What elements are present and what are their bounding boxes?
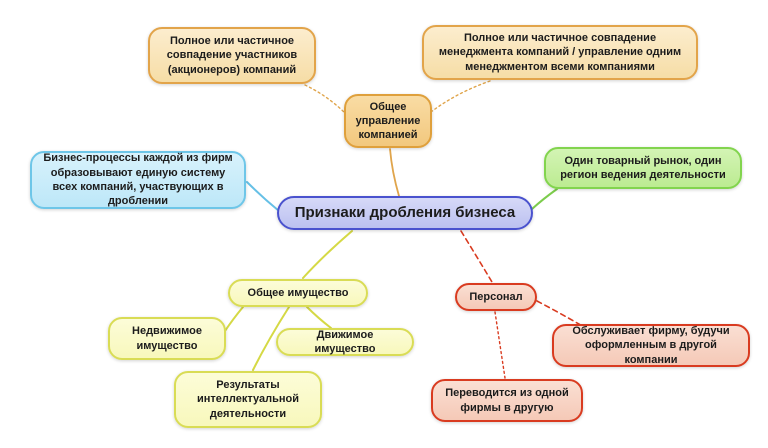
node-shareholders-match-label: Полное или частичное совпадение участник…	[166, 35, 298, 76]
node-common-management-label: Общее управление компанией	[355, 100, 421, 142]
node-common-property-label: Общее имущество	[247, 286, 349, 299]
node-movable-property-label: Движимое имущество	[314, 328, 376, 355]
node-transfers-between-firms-label: Переводится из одной фирмы в другую	[445, 387, 569, 414]
node-common-property[interactable]: Общее имущество	[228, 279, 368, 307]
edge-common-property-to-real-estate	[224, 306, 244, 332]
edge-root-to-common-property	[302, 230, 353, 279]
edge-personnel-to-transfers	[494, 311, 506, 379]
node-management-match[interactable]: Полное или частичное совпадение менеджме…	[422, 25, 698, 80]
edge-root-to-business-processes	[246, 181, 280, 212]
node-movable-property[interactable]: Движимое имущество	[276, 328, 414, 356]
edge-common-management-to-shareholders	[304, 84, 347, 115]
node-business-processes-label: Бизнес-процессы каждой из фирм образовыв…	[43, 152, 233, 208]
edge-common-property-to-movable-property	[306, 306, 332, 329]
node-single-market[interactable]: Один товарный рынок, один регион ведения…	[544, 147, 742, 189]
edge-root-to-common-management	[389, 148, 400, 197]
edge-root-to-personnel	[460, 230, 493, 283]
node-single-market-label: Один товарный рынок, один регион ведения…	[560, 154, 726, 181]
edge-root-to-single-market	[531, 188, 558, 210]
node-personnel-label: Персонал	[469, 290, 523, 303]
node-serves-other-firm-label: Обслуживает фирму, будучи оформленным в …	[572, 325, 730, 366]
node-personnel[interactable]: Персонал	[455, 283, 537, 311]
node-serves-other-firm[interactable]: Обслуживает фирму, будучи оформленным в …	[552, 324, 750, 367]
node-management-match-label: Полное или частичное совпадение менеджме…	[438, 32, 682, 73]
node-business-processes[interactable]: Бизнес-процессы каждой из фирм образовыв…	[30, 151, 246, 209]
node-shareholders-match[interactable]: Полное или частичное совпадение участник…	[148, 27, 316, 84]
node-real-estate[interactable]: Недвижимое имущество	[108, 317, 226, 360]
node-intellectual-results[interactable]: Результаты интеллектуальной деятельности	[174, 371, 322, 428]
node-transfers-between-firms[interactable]: Переводится из одной фирмы в другую	[431, 379, 583, 422]
edge-common-management-to-management-match	[430, 80, 491, 113]
node-real-estate-label: Недвижимое имущество	[132, 325, 202, 352]
node-root-title[interactable]: Признаки дробления бизнеса	[277, 196, 533, 230]
node-root-title-label: Признаки дробления бизнеса	[294, 204, 516, 222]
node-intellectual-results-label: Результаты интеллектуальной деятельности	[197, 379, 299, 420]
node-common-management[interactable]: Общее управление компанией	[344, 94, 432, 148]
